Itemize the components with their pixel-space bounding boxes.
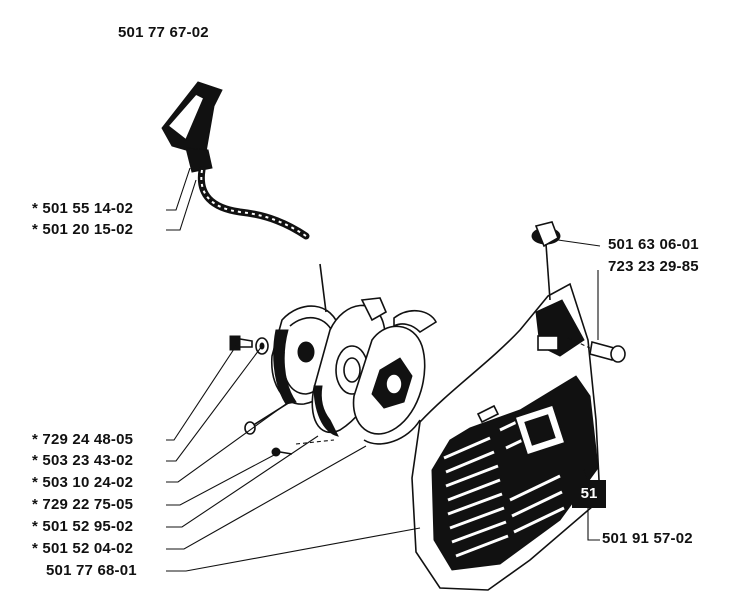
part-label-501-91-57-02: 501 91 57-02 [602, 530, 693, 547]
part-label-501-52-95-02: * 501 52 95-02 [32, 518, 134, 535]
starter-cover [411, 282, 601, 591]
decal-badge: 51 [572, 480, 606, 508]
part-label-503-23-43-02: * 503 23 43-02 [32, 452, 134, 469]
part-label-723-23-29-85: 723 23 29-85 [608, 258, 699, 275]
part-label-503-10-24-02: * 503 10 24-02 [32, 474, 134, 491]
starter-pawl-assembly [352, 310, 438, 445]
part-label-501-63-06-01: 501 63 06-01 [608, 236, 699, 253]
screw-right [567, 337, 626, 363]
assembly-number: 501 77 67-02 [118, 24, 209, 41]
cover-knob [531, 221, 561, 301]
screw-left [229, 335, 269, 355]
part-label-501-20-15-02: * 501 20 15-02 [32, 221, 134, 238]
part-label-729-24-48-05: * 729 24 48-05 [32, 431, 134, 448]
screw-small [271, 447, 293, 457]
cover-grille [431, 375, 599, 571]
part-label-501-55-14-02: * 501 55 14-02 [32, 200, 134, 217]
part-label-501-52-04-02: * 501 52 04-02 [32, 540, 134, 557]
starter-rope [197, 166, 310, 240]
part-label-729-22-75-05: * 729 22 75-05 [32, 496, 134, 513]
starter-handle [161, 81, 223, 173]
part-label-501-77-68-01: 501 77 68-01 [46, 562, 137, 579]
